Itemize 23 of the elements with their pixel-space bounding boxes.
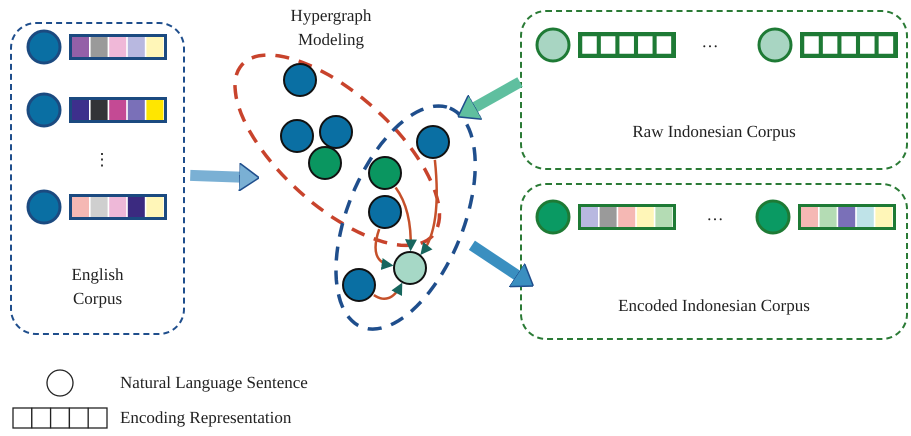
- sentence-node: [416, 124, 450, 159]
- sentence-node: [308, 146, 342, 180]
- arrow: [420, 160, 438, 256]
- ellipsis-mark: …: [706, 204, 724, 226]
- sentence-node: [282, 62, 317, 97]
- sentence-node: [392, 250, 427, 285]
- legend-label: Natural Language Sentence: [120, 372, 308, 394]
- corpus-label: Raw Indonesian Corpus: [631, 121, 797, 143]
- sentence-node: [318, 114, 353, 149]
- corpus-label: Encoded Indonesian Corpus: [617, 295, 811, 317]
- sentence-node: [368, 156, 402, 190]
- ellipsis-mark: …: [700, 31, 720, 53]
- arrow: [374, 228, 394, 270]
- block-arrow: [468, 240, 534, 287]
- hypergraph-label: Hypergraph Modeling: [290, 5, 372, 51]
- sentence-node: [368, 195, 402, 229]
- legend-label: Encoding Representation: [120, 407, 292, 429]
- corpus-label: English Corpus: [70, 264, 124, 310]
- ellipsis-mark: ⋮: [92, 149, 112, 171]
- block-arrow: [457, 77, 523, 118]
- sentence-node: [342, 268, 376, 302]
- arrow: [394, 186, 417, 252]
- sentence-node: [280, 118, 314, 153]
